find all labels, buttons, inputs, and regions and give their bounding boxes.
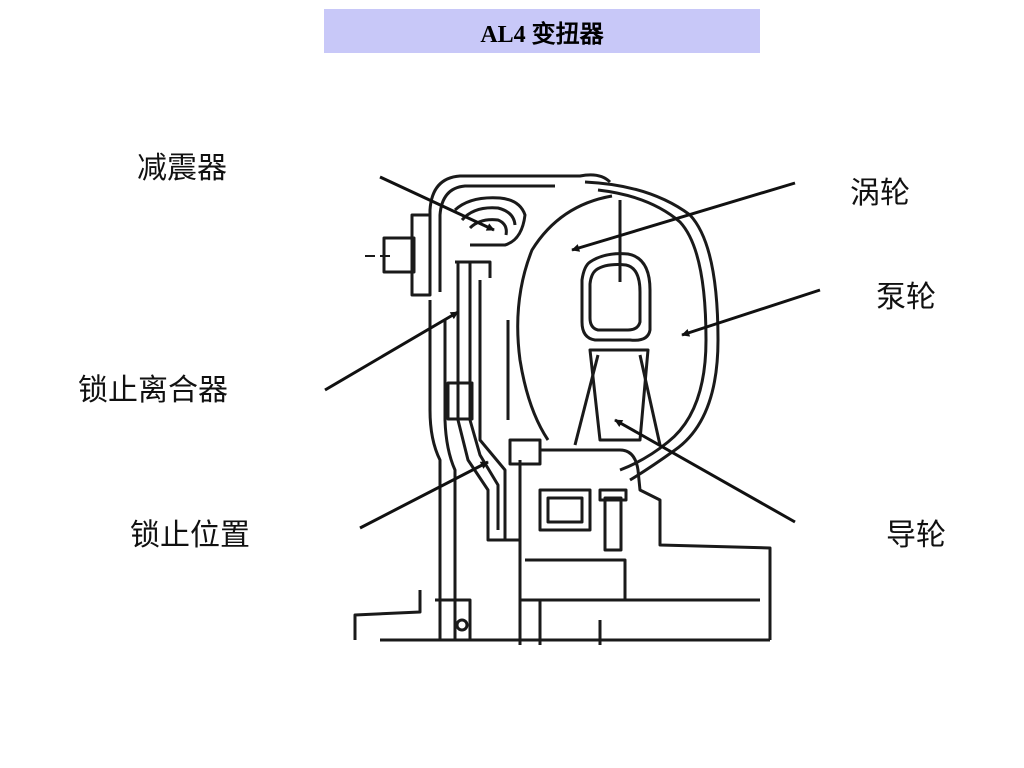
label-stator: 导轮 — [886, 518, 946, 553]
label-lockup-clutch: 锁止离合器 — [78, 373, 228, 408]
arrow-damper — [379, 175, 495, 232]
arrow-turbine — [571, 181, 796, 252]
arrow-lockup-clutch — [324, 310, 459, 392]
cross-section-drawing — [353, 173, 772, 645]
slide-title: AL4 变扭器 — [324, 9, 760, 53]
label-pump: 泵轮 — [876, 280, 936, 315]
label-turbine: 涡轮 — [850, 176, 910, 211]
arrow-stator — [614, 418, 796, 524]
arrow-pump — [681, 288, 821, 337]
label-lockup-position: 锁止位置 — [130, 518, 250, 553]
pointer-arrows — [324, 175, 821, 530]
label-damper: 减震器 — [137, 151, 227, 186]
arrow-lockup-position — [359, 460, 489, 530]
